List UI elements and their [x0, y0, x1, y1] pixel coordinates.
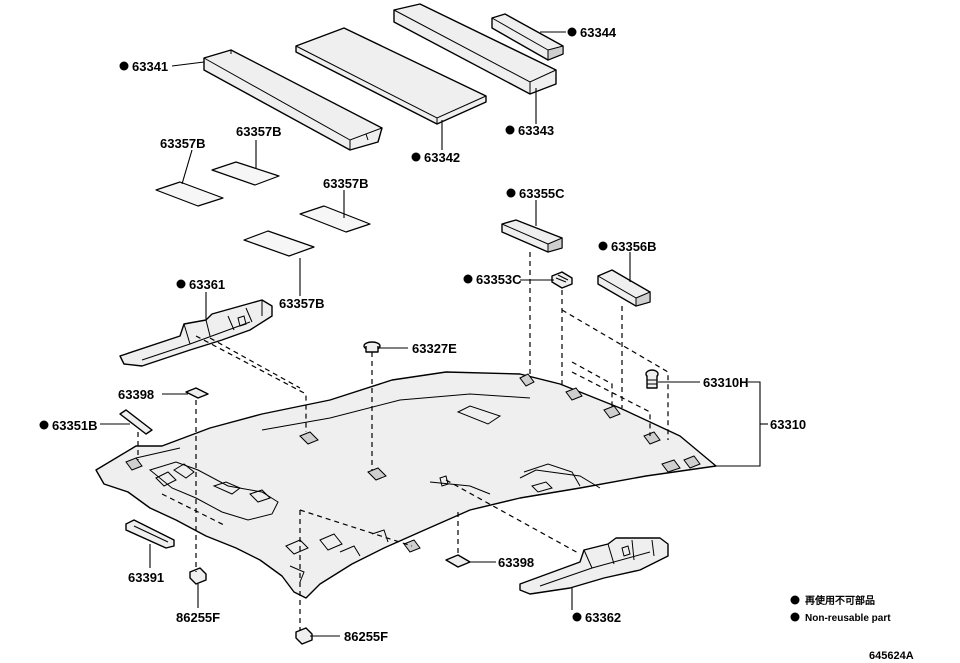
pad-63357b-d	[299, 205, 371, 233]
pad-63355c	[501, 219, 563, 253]
leader-lines	[100, 31, 768, 637]
clip-63310h	[645, 369, 659, 389]
bullet-63353c	[463, 274, 473, 284]
duct-63361	[119, 299, 273, 367]
pad-63343	[393, 3, 557, 95]
diagram-code: 645624A	[869, 650, 914, 662]
part-labels: 63341 63342 63343 63344 63357B 63357B 63…	[52, 25, 806, 644]
label-63310: 63310	[770, 417, 806, 432]
label-63353c: 63353C	[476, 272, 522, 287]
pad-63344	[491, 13, 564, 61]
label-63361: 63361	[189, 277, 225, 292]
legend-bullet-en	[790, 612, 800, 622]
bullet-63361	[176, 279, 186, 289]
bullet-63343	[505, 125, 515, 135]
label-63357b-4: 63357B	[279, 296, 325, 311]
pad-63341	[203, 49, 383, 151]
pad-63357b-b	[211, 161, 280, 186]
legend-english: Non-reusable part	[805, 613, 891, 624]
label-63355c: 63355C	[519, 186, 565, 201]
label-63327e: 63327E	[412, 341, 457, 356]
pad-63342	[295, 27, 487, 125]
bullet-63351b	[39, 420, 49, 430]
bullet-63356b	[598, 241, 608, 251]
bracket-63391	[125, 519, 175, 549]
bullet-63355c	[506, 188, 516, 198]
bullet-63344	[567, 27, 577, 37]
label-63356b: 63356B	[611, 239, 657, 254]
pad-63357b-a	[155, 181, 224, 207]
clip-86255f-left	[189, 567, 207, 585]
label-86255f-right: 86255F	[344, 629, 388, 644]
strip-63351b	[119, 409, 153, 435]
label-63357b-2: 63357B	[236, 124, 282, 139]
bullet-63341	[119, 61, 129, 71]
bullet-63362	[572, 612, 582, 622]
pad-63398-lower	[445, 554, 471, 568]
legend-bullet-jp	[790, 595, 800, 605]
clip-86255f-right	[295, 627, 313, 645]
pad-63356b	[597, 269, 651, 307]
pad-63398-upper	[185, 387, 209, 399]
label-63343: 63343	[518, 123, 554, 138]
clip-63353c	[551, 271, 573, 289]
label-63398-lower: 63398	[498, 555, 534, 570]
label-63357b-3: 63357B	[323, 176, 369, 191]
label-63344: 63344	[580, 25, 617, 40]
label-63357b-1: 63357B	[160, 136, 206, 151]
bullet-63342	[411, 152, 421, 162]
label-63391: 63391	[128, 570, 164, 585]
label-63341: 63341	[132, 59, 168, 74]
label-63342: 63342	[424, 150, 460, 165]
label-63310h: 63310H	[703, 375, 749, 390]
pad-63357b-c	[243, 230, 315, 257]
label-63351b: 63351B	[52, 418, 98, 433]
headliner-63310	[95, 371, 717, 599]
label-86255f-left: 86255F	[176, 610, 220, 625]
legend: 再使用不可部品 Non-reusable part	[790, 594, 891, 624]
non-reusable-markers	[39, 27, 608, 622]
assembly-lines	[137, 252, 669, 630]
label-63398-upper: 63398	[118, 387, 154, 402]
clip-63327e	[363, 341, 381, 353]
label-63362: 63362	[585, 610, 621, 625]
duct-63362	[519, 537, 669, 595]
legend-japanese: 再使用不可部品	[805, 594, 875, 607]
